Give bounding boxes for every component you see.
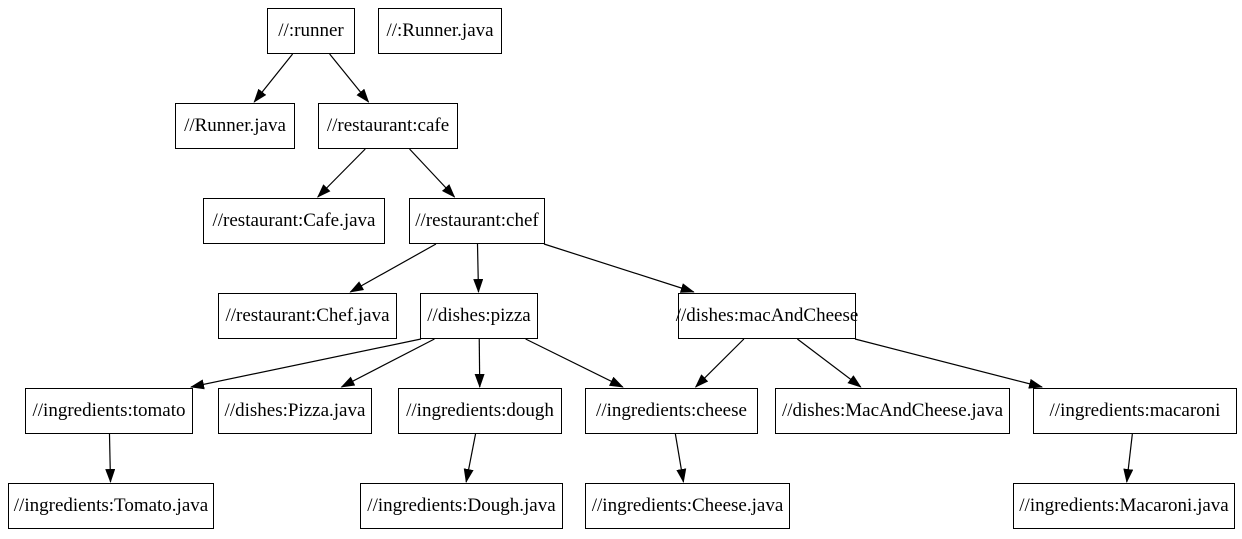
- graph-node-label: //ingredients:Macaroni.java: [1019, 495, 1229, 516]
- graph-node-runner: //:runner: [267, 8, 355, 54]
- graph-edge-chef-to-mac-and-cheese: [543, 243, 695, 293]
- graph-node-label: //ingredients:cheese: [596, 400, 747, 421]
- graph-edge-cheese-to-cheese-java: [674, 433, 687, 483]
- graph-edge-pizza-to-cheese: [525, 338, 624, 388]
- graph-node-dough: //ingredients:dough: [398, 388, 562, 434]
- graph-node-label: //restaurant:Cafe.java: [212, 210, 376, 231]
- graph-node-label: //ingredients:dough: [406, 400, 554, 421]
- graph-edge-macaroni-to-macaroni-java: [1123, 433, 1134, 483]
- graph-node-label: //ingredients:tomato: [32, 400, 186, 421]
- graph-node-label: //ingredients:Dough.java: [367, 495, 556, 516]
- graph-node-label: //restaurant:chef: [415, 210, 539, 231]
- graph-node-label: //:runner: [278, 20, 344, 41]
- graph-node-label: //ingredients:macaroni: [1049, 400, 1221, 421]
- graph-node-label: //dishes:pizza: [427, 305, 531, 326]
- graph-edge-tomato-to-tomato-java: [105, 433, 116, 483]
- graph-node-runner-java: //Runner.java: [175, 103, 295, 149]
- graph-node-cafe-java: //restaurant:Cafe.java: [203, 198, 385, 244]
- graph-edge-cafe-to-chef: [409, 148, 456, 198]
- graph-node-mac-and-cheese-java: //dishes:MacAndCheese.java: [775, 388, 1010, 434]
- graph-node-label: //Runner.java: [184, 115, 286, 136]
- graph-node-label: //:Runner.java: [386, 20, 494, 41]
- graph-edge-mac-and-cheese-to-mac-and-cheese-java: [797, 338, 862, 388]
- graph-node-tomato-java: //ingredients:Tomato.java: [8, 483, 214, 529]
- graph-node-label: //ingredients:Cheese.java: [591, 495, 784, 516]
- graph-node-pizza-java: //dishes:Pizza.java: [218, 388, 372, 434]
- graph-edge-pizza-to-tomato: [190, 338, 422, 390]
- graph-edge-pizza-to-dough: [474, 338, 485, 388]
- graph-edge-pizza-to-pizza-java: [340, 338, 435, 388]
- graph-node-cafe: //restaurant:cafe: [318, 103, 458, 149]
- graph-node-root-runner-java: //:Runner.java: [378, 8, 502, 54]
- graph-edge-runner-to-cafe: [329, 53, 370, 103]
- graph-node-chef-java: //restaurant:Chef.java: [218, 293, 397, 339]
- graph-node-cheese: //ingredients:cheese: [585, 388, 758, 434]
- graph-node-label: //dishes:macAndCheese: [675, 305, 859, 326]
- graph-node-macaroni-java: //ingredients:Macaroni.java: [1013, 483, 1235, 529]
- graph-node-macaroni: //ingredients:macaroni: [1033, 388, 1237, 434]
- graph-edge-runner-to-runner-java: [253, 53, 294, 103]
- graph-edge-chef-to-chef-java: [349, 243, 437, 293]
- graph-node-label: //ingredients:Tomato.java: [13, 495, 209, 516]
- graph-node-tomato: //ingredients:tomato: [25, 388, 193, 434]
- graph-node-label: //restaurant:cafe: [326, 115, 450, 136]
- graph-edge-cafe-to-cafe-java: [317, 148, 366, 198]
- graph-edge-chef-to-pizza: [473, 243, 484, 293]
- graph-node-mac-and-cheese: //dishes:macAndCheese: [675, 293, 859, 339]
- graph-node-pizza: //dishes:pizza: [420, 293, 538, 339]
- graph-node-label: //restaurant:Chef.java: [225, 305, 390, 326]
- graph-node-label: //dishes:Pizza.java: [224, 400, 366, 421]
- graph-node-label: //dishes:MacAndCheese.java: [781, 400, 1004, 421]
- graph-node-dough-java: //ingredients:Dough.java: [360, 483, 563, 529]
- graph-node-chef: //restaurant:chef: [409, 198, 545, 244]
- graph-edge-mac-and-cheese-to-cheese: [694, 338, 745, 388]
- graph-edge-mac-and-cheese-to-macaroni: [854, 338, 1044, 389]
- graph-node-cheese-java: //ingredients:Cheese.java: [585, 483, 790, 529]
- graph-edge-dough-to-dough-java: [463, 433, 477, 483]
